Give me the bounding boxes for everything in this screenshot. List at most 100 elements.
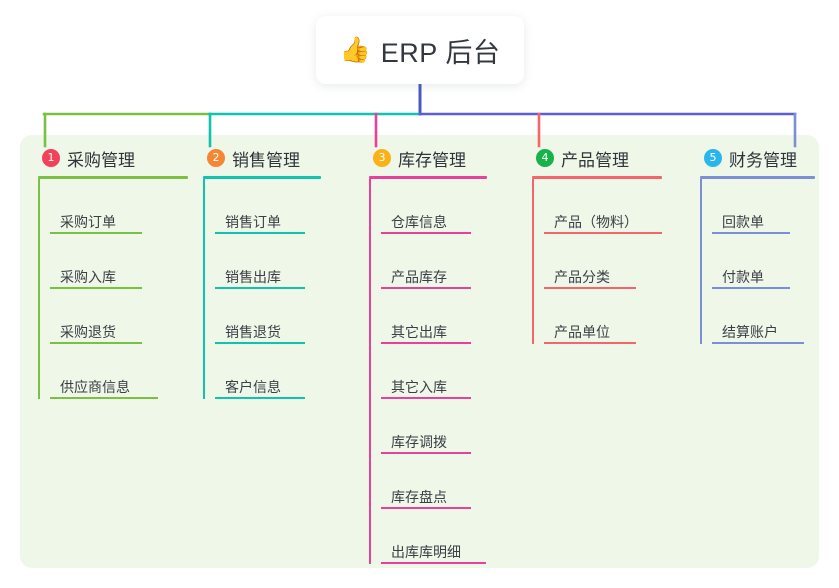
leaf-item-label: 销售退货 — [225, 324, 281, 340]
column-header-3[interactable]: 3 库存管理 — [369, 145, 487, 171]
column-title-1: 采购管理 — [67, 150, 135, 170]
leaf-item[interactable]: 销售出库 — [203, 234, 321, 289]
leaf-item-rule — [50, 342, 142, 344]
leaf-item-rule — [712, 232, 790, 234]
column-title-4: 产品管理 — [561, 150, 629, 170]
leaf-item-rule — [50, 397, 158, 399]
leaf-item-label: 仓库信息 — [391, 214, 447, 230]
column-spine-1 — [38, 179, 40, 399]
leaf-item-rule — [544, 232, 662, 234]
column-4: 4 产品管理产品（物料） 产品分类产品单位 — [532, 145, 662, 344]
column-spine-5 — [700, 179, 702, 344]
leaf-item-label: 采购订单 — [60, 214, 116, 230]
column-items-4: 产品（物料） 产品分类产品单位 — [532, 179, 662, 344]
leaf-item-label: 产品单位 — [554, 324, 610, 340]
leaf-item-label: 付款单 — [722, 269, 764, 285]
leaf-item-rule — [215, 287, 305, 289]
leaf-item-rule — [381, 342, 471, 344]
column-items-3: 仓库信息产品库存其它出库其它入库库存调拨库存盘点出库库明细 — [369, 179, 487, 564]
leaf-item[interactable]: 供应商信息 — [38, 344, 188, 399]
leaf-item-label: 出库库明细 — [391, 544, 461, 560]
leaf-item[interactable]: 产品分类 — [532, 234, 662, 289]
leaf-item-rule — [381, 507, 471, 509]
leaf-item-label: 其它入库 — [391, 379, 447, 395]
column-badge-1: 1 — [42, 149, 60, 167]
leaf-item[interactable]: 销售退货 — [203, 289, 321, 344]
leaf-item-label: 采购入库 — [60, 269, 116, 285]
column-rule-4 — [532, 176, 662, 179]
column-title-5: 财务管理 — [729, 150, 797, 170]
leaf-item[interactable]: 采购入库 — [38, 234, 188, 289]
leaf-item-rule — [544, 342, 636, 344]
column-items-1: 采购订单采购入库采购退货供应商信息 — [38, 179, 188, 399]
leaf-item[interactable]: 产品单位 — [532, 289, 662, 344]
leaf-item-rule — [381, 562, 486, 564]
leaf-item-rule — [712, 287, 790, 289]
leaf-item-label: 供应商信息 — [60, 379, 130, 395]
leaf-item[interactable]: 仓库信息 — [369, 179, 487, 234]
column-items-2: 销售订单销售出库销售退货客户信息 — [203, 179, 321, 399]
leaf-item-label: 销售出库 — [225, 269, 281, 285]
leaf-item-label: 产品分类 — [554, 269, 610, 285]
column-2: 2 销售管理销售订单销售出库销售退货客户信息 — [203, 145, 321, 399]
column-rule-1 — [38, 176, 188, 179]
root-node[interactable]: 👍 ERP 后台 — [316, 16, 524, 84]
leaf-item-rule — [381, 287, 471, 289]
column-badge-5: 5 — [704, 149, 722, 167]
leaf-item-rule — [381, 232, 471, 234]
column-header-5[interactable]: 5 财务管理 — [700, 145, 815, 171]
column-badge-4: 4 — [536, 149, 554, 167]
leaf-item-label: 产品库存 — [391, 269, 447, 285]
leaf-item[interactable]: 库存盘点 — [369, 454, 487, 509]
column-header-2[interactable]: 2 销售管理 — [203, 145, 321, 171]
column-1: 1 采购管理采购订单采购入库采购退货供应商信息 — [38, 145, 188, 399]
leaf-item[interactable]: 销售订单 — [203, 179, 321, 234]
leaf-item-label: 产品（物料） — [554, 214, 638, 230]
leaf-item[interactable]: 采购退货 — [38, 289, 188, 344]
leaf-item[interactable]: 客户信息 — [203, 344, 321, 399]
leaf-item[interactable]: 结算账户 — [700, 289, 815, 344]
column-rule-5 — [700, 176, 815, 179]
leaf-item-label: 库存调拨 — [391, 434, 447, 450]
column-title-2: 销售管理 — [232, 150, 300, 170]
leaf-item-rule — [215, 232, 305, 234]
column-badge-3: 3 — [373, 149, 391, 167]
leaf-item-rule — [712, 342, 804, 344]
column-5: 5 财务管理回款单付款单结算账户 — [700, 145, 815, 344]
leaf-item[interactable]: 回款单 — [700, 179, 815, 234]
leaf-item[interactable]: 产品库存 — [369, 234, 487, 289]
column-header-4[interactable]: 4 产品管理 — [532, 145, 662, 171]
column-rule-3 — [369, 176, 487, 179]
leaf-item-rule — [381, 397, 471, 399]
column-badge-2: 2 — [207, 149, 225, 167]
leaf-item[interactable]: 产品（物料） — [532, 179, 662, 234]
leaf-item-rule — [50, 287, 142, 289]
leaf-item[interactable]: 付款单 — [700, 234, 815, 289]
leaf-item-label: 其它出库 — [391, 324, 447, 340]
leaf-item[interactable]: 其它出库 — [369, 289, 487, 344]
diagram-panel — [20, 135, 819, 568]
leaf-item[interactable]: 其它入库 — [369, 344, 487, 399]
leaf-item-label: 库存盘点 — [391, 489, 447, 505]
column-3: 3 库存管理仓库信息产品库存其它出库其它入库库存调拨库存盘点出库库明细 — [369, 145, 487, 564]
column-spine-2 — [203, 179, 205, 399]
column-spine-3 — [369, 179, 371, 564]
leaf-item[interactable]: 库存调拨 — [369, 399, 487, 454]
column-spine-4 — [532, 179, 534, 344]
column-header-1[interactable]: 1 采购管理 — [38, 145, 188, 171]
column-title-3: 库存管理 — [398, 150, 466, 170]
leaf-item-label: 销售订单 — [225, 214, 281, 230]
leaf-item-label: 结算账户 — [722, 324, 778, 340]
leaf-item-rule — [215, 342, 305, 344]
column-items-5: 回款单付款单结算账户 — [700, 179, 815, 344]
root-title: ERP 后台 — [380, 37, 501, 68]
thumbs-up-icon: 👍 — [339, 35, 371, 64]
leaf-item-rule — [381, 452, 471, 454]
leaf-item-label: 采购退货 — [60, 324, 116, 340]
leaf-item-label: 客户信息 — [225, 379, 281, 395]
leaf-item-label: 回款单 — [722, 214, 764, 230]
leaf-item[interactable]: 出库库明细 — [369, 509, 487, 564]
leaf-item[interactable]: 采购订单 — [38, 179, 188, 234]
leaf-item-rule — [544, 287, 636, 289]
